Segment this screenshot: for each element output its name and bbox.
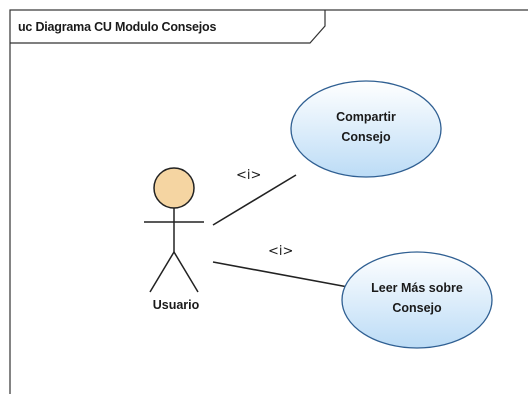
use-case-label-line: Consejo — [341, 130, 391, 144]
association-compartir — [212, 174, 297, 226]
frame-title: uc Diagrama CU Modulo Consejos — [18, 20, 217, 34]
diagram-frame — [9, 9, 528, 394]
use-case-label-line: Leer Más sobre — [371, 281, 463, 295]
use-case-compartir-consejo[interactable] — [290, 80, 442, 178]
actor-label: Usuario — [152, 298, 200, 312]
stereotype-label-compartir: <i> — [236, 168, 262, 183]
use-case-label-line: Compartir — [336, 110, 396, 124]
use-case-leer-mas-sobre-consejo[interactable] — [341, 251, 493, 349]
association-leer — [212, 261, 349, 288]
frame-title-tab — [10, 10, 326, 44]
use-case-label-line: Consejo — [392, 301, 442, 315]
actor-stick-figure-icon — [144, 167, 204, 293]
use-case-label-leer: Leer Más sobre Consejo — [347, 278, 487, 318]
use-case-label-compartir: Compartir Consejo — [296, 107, 436, 147]
stereotype-label-leer: <i> — [268, 244, 294, 259]
